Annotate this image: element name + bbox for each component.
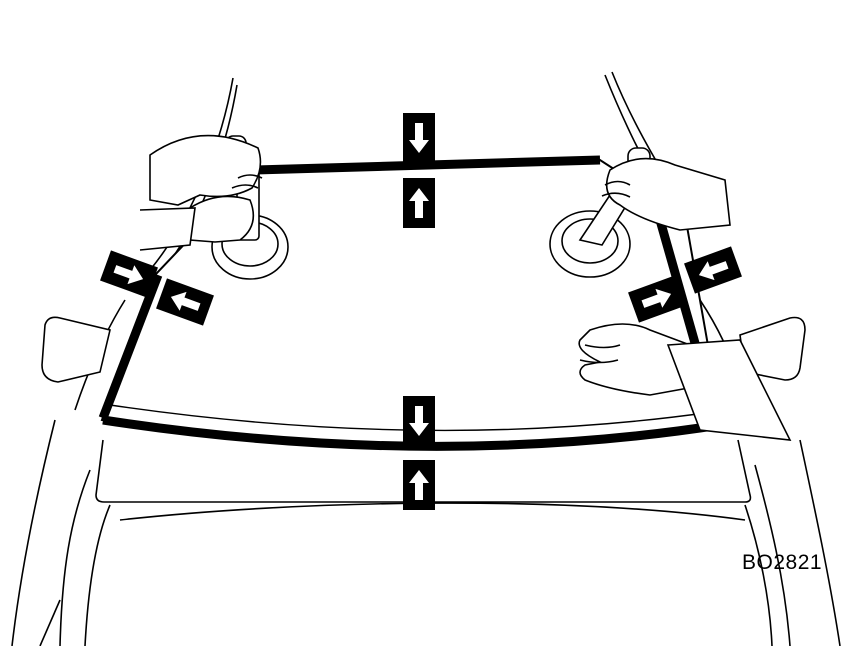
arrow-icon (409, 123, 429, 153)
arrow-icon (409, 188, 429, 218)
left-worker-hands (139, 134, 263, 251)
left-arrow-outer-marker (100, 250, 158, 298)
right-side-mirror (739, 316, 806, 381)
right-arrow-outer-marker (684, 246, 742, 294)
arrow-icon (641, 288, 672, 308)
top-arrow-up-marker (403, 178, 435, 228)
left-side-mirror (41, 316, 111, 383)
arrow-icon (409, 406, 429, 436)
right-worker-hands (601, 157, 731, 231)
right-arrow-inner-marker (628, 275, 686, 323)
left-arrow-inner-marker (156, 278, 214, 326)
arrow-icon (170, 291, 201, 311)
bottom-arrow-up-marker (403, 460, 435, 510)
arrow-icon (409, 470, 429, 500)
arrow-icon (113, 265, 144, 285)
figure-code-label: BO2821 (742, 551, 823, 574)
bottom-arrow-down-marker (403, 396, 435, 446)
arrow-markers (100, 113, 742, 510)
top-arrow-down-marker (403, 113, 435, 163)
right-worker-free-hand (578, 323, 792, 441)
arrow-icon (698, 261, 729, 281)
